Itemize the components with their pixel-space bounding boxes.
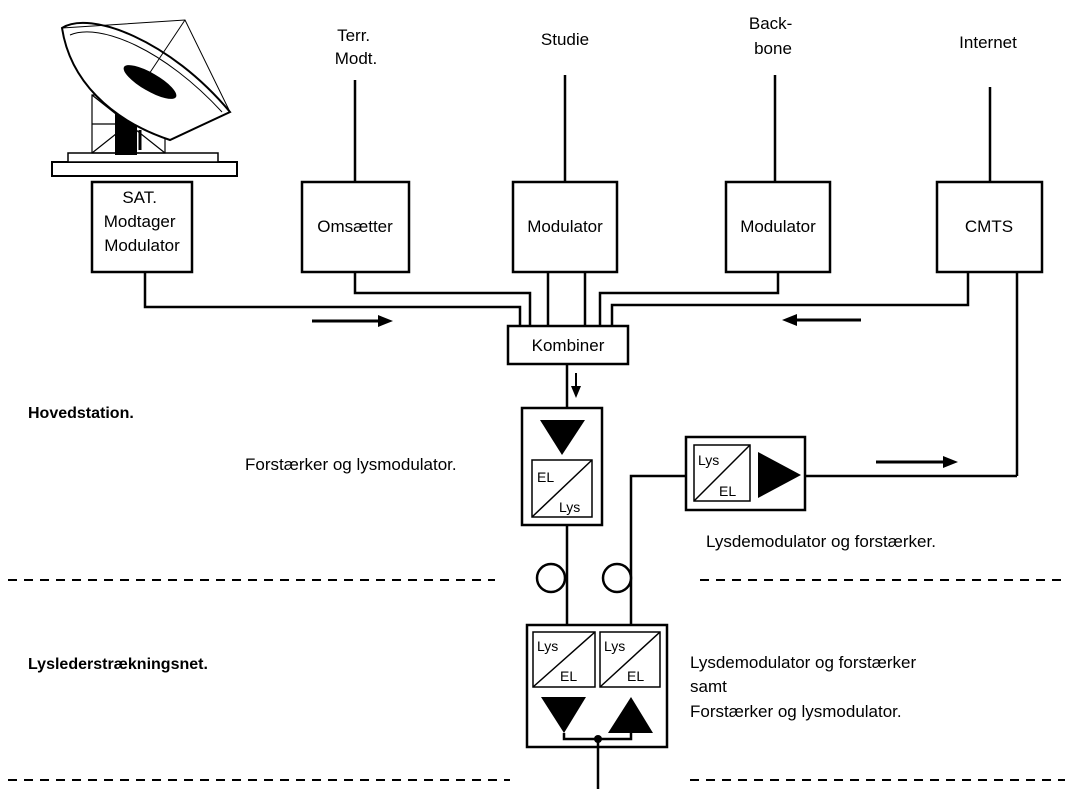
- converter-lys-label: Lys: [604, 638, 625, 654]
- sat-receiver-box: [90, 180, 194, 274]
- fiber-coil-icon: [601, 562, 633, 594]
- modulator-box-backbone: [724, 180, 832, 274]
- converter-lys-label: Lys: [698, 452, 719, 468]
- source-label-studie: Studie: [541, 30, 589, 49]
- omsaetter-label: Omsætter: [317, 217, 393, 236]
- caption-lysdemodulator-forstaerker: Lysdemodulator og forstærker.: [706, 532, 936, 551]
- source-label-internet: Internet: [959, 33, 1017, 52]
- converter-lys-label: Lys: [537, 638, 558, 654]
- section-label-lysleder: Lyslederstrækningsnet.: [28, 656, 208, 673]
- source-label-backbone: Back- bone: [749, 14, 797, 58]
- satellite-dish-icon: [51, 19, 238, 177]
- flow-arrow-down-icon: [571, 373, 581, 398]
- section-label-hovedstation: Hovedstation.: [28, 405, 134, 422]
- caption-fiber-node: Lysdemodulator og forstærker samt Forstæ…: [690, 653, 921, 721]
- converter-lys-label: Lys: [559, 499, 580, 515]
- converter-el-label: EL: [627, 668, 644, 684]
- converter-el-label: EL: [537, 469, 554, 485]
- cmts-box: [935, 180, 1044, 274]
- converter-el-label: EL: [719, 483, 736, 499]
- modulator-label-backbone: Modulator: [740, 217, 816, 236]
- caption-forstaerker-lysmodulator: Forstærker og lysmodulator.: [245, 455, 457, 474]
- kombiner-label: Kombiner: [532, 336, 605, 355]
- fiber-coil-icon: [535, 562, 567, 594]
- cmts-label: CMTS: [965, 217, 1013, 236]
- omsaetter-box: [300, 180, 411, 274]
- modulator-label-studie: Modulator: [527, 217, 603, 236]
- amplifier-up-icon: [608, 697, 653, 733]
- converter-el-label: EL: [560, 668, 577, 684]
- flow-arrow-right-icon: [876, 456, 958, 468]
- source-label-terr: Terr. Modt.: [335, 26, 378, 68]
- amplifier-right-icon: [758, 452, 801, 498]
- modulator-box-studie: [511, 180, 619, 274]
- kombiner-box: [506, 324, 630, 366]
- sat-receiver-label: SAT. Modtager Modulator: [104, 188, 181, 255]
- amplifier-down-icon: [540, 420, 585, 455]
- flow-arrow-left-icon: [782, 314, 861, 326]
- amplifier-down-icon: [541, 697, 586, 733]
- flow-arrow-right-icon: [312, 315, 393, 327]
